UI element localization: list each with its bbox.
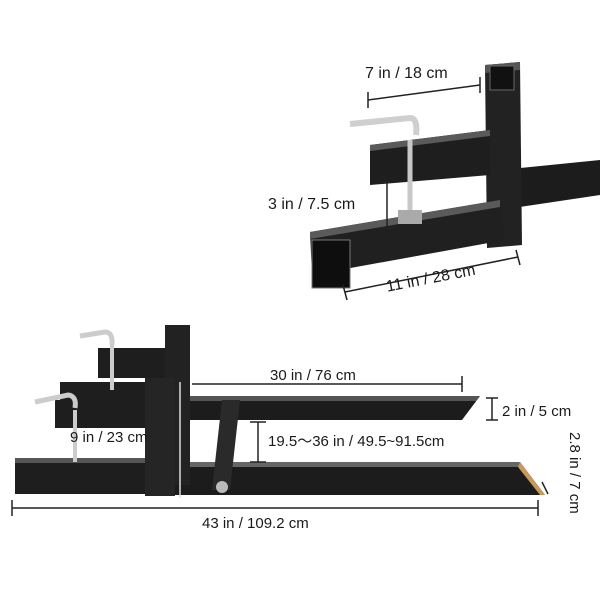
upper-fork	[185, 396, 480, 420]
lower-fork-tip	[518, 462, 545, 495]
cross-brace	[212, 400, 240, 490]
horizontal-tube	[500, 160, 600, 210]
post-opening	[489, 65, 515, 91]
clamp-gap-label: 3 in / 7.5 cm	[268, 196, 356, 213]
upright-height-label: 9 in / 23 cm	[70, 429, 148, 446]
fork-tip-height-label: 2.8 in / 7 cm	[566, 432, 583, 514]
clamp-detail	[310, 62, 600, 301]
fork-spacing-label: 19.5～36 in / 49.5~91.5cm	[268, 433, 445, 450]
brace-bolt	[216, 481, 228, 493]
fork-length-label: 30 in / 76 cm	[270, 367, 356, 384]
lower-sleeve	[310, 200, 505, 275]
t-handle	[349, 114, 420, 136]
bolt-nut	[398, 210, 422, 224]
lower-post	[145, 378, 175, 496]
lower-fork	[170, 462, 545, 495]
fork-width-label: 2 in / 5 cm	[502, 403, 572, 420]
sleeve-opening	[311, 239, 351, 289]
overall-length-label: 43 in / 109.2 cm	[202, 515, 309, 532]
clamp-length-label: 7 in / 18 cm	[365, 65, 448, 82]
fork-assembly	[11, 325, 549, 516]
